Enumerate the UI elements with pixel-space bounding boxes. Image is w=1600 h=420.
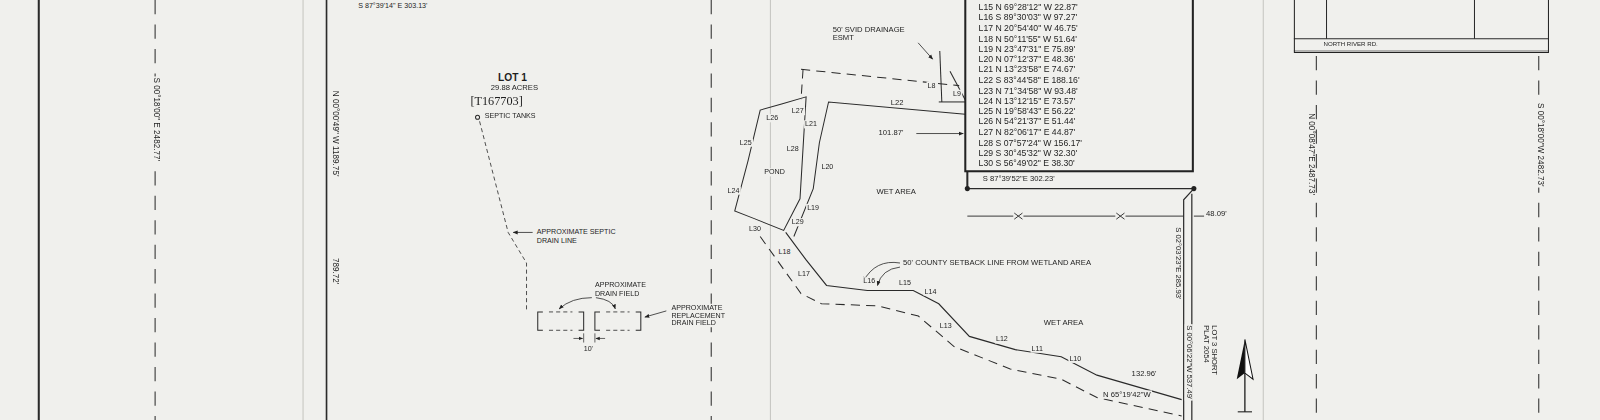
table-row: L17 N 20°54'40" W 46.75' (979, 23, 1192, 33)
plat-label: N 00°00'49" W 1189.75' (330, 90, 339, 178)
plat-label: APPROXIMATE REPLACEMENT DRAIN FIELD (670, 304, 735, 328)
table-row: L21 N 13°23'58" E 74.67' (979, 64, 1192, 74)
plat-label: POND (763, 168, 786, 176)
plat-label: 132.96' (1131, 370, 1158, 378)
plat-label: L15 (898, 279, 912, 287)
table-row: L15 N 69°28'12" W 22.87' (979, 2, 1192, 12)
plat-label: L22 (890, 99, 905, 107)
plat-label: 50' SVID DRAINAGE ESMT (832, 25, 921, 42)
table-row: L23 N 71°34'58" W 93.48' (979, 85, 1192, 95)
paper-crease (303, 0, 1263, 420)
line-table: L15 N 69°28'12" W 22.87'L16 S 89°30'03" … (964, 0, 1194, 172)
table-row: L24 N 13°12'15" E 73.57' (979, 96, 1192, 106)
table-row: L30 S 56°49'02" E 38.30' (979, 158, 1192, 168)
plat-label: [T167703] (469, 95, 523, 108)
table-row: L19 N 23°47'31" E 75.89' (979, 44, 1192, 54)
plat-label: S 00°06'22"W 537.49' (1184, 324, 1192, 400)
plat-label: 101.87' (878, 128, 905, 136)
plat-label: LOT 3 SHORT PLAT 2054 (1202, 324, 1219, 393)
table-row: L25 N 19°58'43" E 56.22' (979, 106, 1192, 116)
plat-label: WET AREA (876, 188, 917, 196)
plat-label: APPROXIMATE SEPTIC DRAIN LINE (536, 228, 620, 244)
plat-label: 29.88 ACRES (490, 84, 539, 92)
plat-label: L10 (1068, 355, 1082, 363)
plat-label: L24 (727, 187, 741, 195)
septic-system (476, 115, 667, 342)
road-name: NORTH RIVER RD. (1323, 41, 1547, 48)
plat-label: S 00°18'00" E 2482.77' (151, 76, 160, 162)
plat-label: L21 (804, 120, 818, 128)
plat-label: L20 (820, 163, 834, 171)
plat-label: SEPTIC TANKS (484, 112, 537, 120)
plat-label: S 00°18'00"W 2482.73' (1535, 102, 1544, 188)
table-row: L16 S 89°30'03" W 97.27' (979, 12, 1192, 22)
north-arrow (1237, 339, 1253, 411)
plat-label: WET AREA (1043, 319, 1084, 327)
vicinity-map: NORTH RIVER RD. (1294, 0, 1549, 53)
plat-label: L25 (739, 139, 753, 147)
plat-label: 10' (583, 345, 594, 353)
plat-label: S 87°39'52"E 302.23' (982, 175, 1056, 183)
plat-label: L28 (786, 145, 800, 153)
plat-label: L17 (797, 270, 811, 278)
plat-label: LOT 1 (497, 71, 528, 82)
plat-label: L27 (791, 107, 805, 115)
plat-label: APPROXIMATE DRAIN FIELD (594, 281, 657, 297)
plat-label: N 00°08'47"E 2487.73' (1306, 112, 1315, 196)
plat-label: L14 (923, 287, 937, 295)
plat-label: L30 (748, 225, 762, 233)
table-row: L26 N 54°21'37" E 51.44' (979, 116, 1192, 126)
table-row: L28 S 07°57'24" W 156.17' (979, 137, 1192, 147)
plat-label: L11 (1031, 345, 1044, 353)
table-row: L27 N 82°06'17" E 44.87' (979, 127, 1192, 137)
plat-label: 48.09' (1205, 210, 1228, 218)
plat-label: 50' COUNTY SETBACK LINE FROM WETLAND ARE… (902, 259, 1092, 267)
fence-line (967, 213, 1204, 219)
plat-label: L19 (806, 204, 820, 212)
vicinity-map-lines (1294, 0, 1549, 51)
plat-label: 789.72' (330, 257, 339, 286)
plat-label: L26 (765, 114, 779, 122)
plat-label: L18 (778, 248, 792, 256)
plat-label: S 87°39'14" E 303.13' (357, 2, 428, 10)
boundary-lines (39, 0, 1539, 420)
table-row: L18 N 50°11'55" W 51.64' (979, 33, 1192, 43)
table-row: L29 S 30°45'32" W 32.30' (979, 148, 1192, 158)
table-row: L22 S 83°44'58" E 188.16' (979, 75, 1192, 85)
table-row: L20 N 07°12'37" E 48.36' (979, 54, 1192, 64)
plat-label: N 65°19'42"W (1102, 390, 1152, 398)
plat-label: L13 (939, 322, 953, 330)
plat-label: L9 (952, 90, 962, 98)
plat-label: L12 (995, 335, 1009, 343)
plat-label: L8 (927, 82, 937, 90)
plat-label: L29 (791, 218, 805, 226)
plat-label: S 02°03'23"E 285.93' (1173, 226, 1181, 300)
wetland-drawing (735, 41, 1182, 416)
plat-label: L16 (862, 277, 876, 285)
